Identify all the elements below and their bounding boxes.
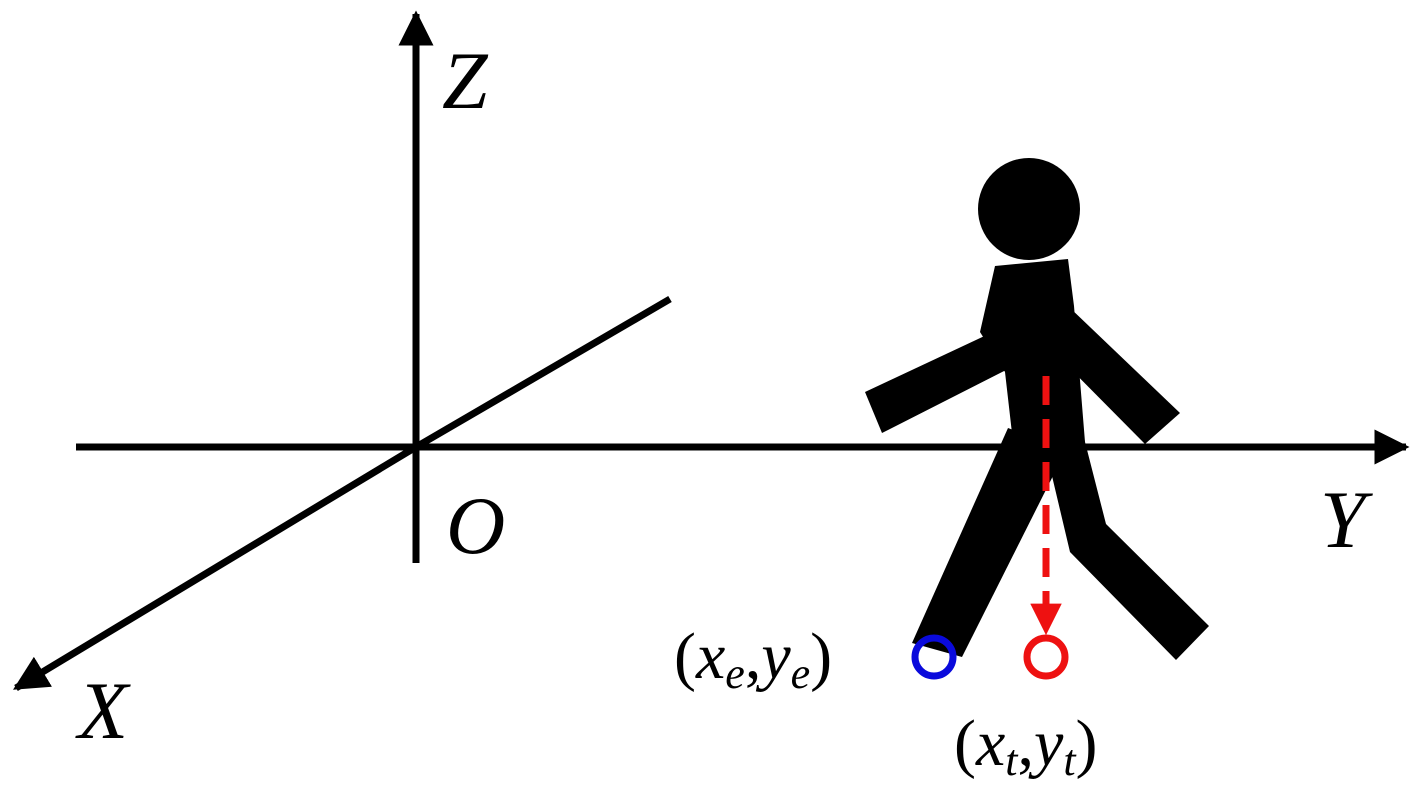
x-axis	[13, 444, 418, 691]
x-axis-back	[414, 295, 672, 451]
person-torso	[980, 259, 1085, 442]
person-right-arm	[1040, 306, 1180, 444]
estimated-position-label: (xe,ye)	[674, 620, 832, 698]
origin-label: O	[446, 480, 505, 571]
person-head	[978, 158, 1080, 260]
true-position-marker	[1023, 634, 1069, 680]
true-position-label: (xt,yt)	[954, 707, 1098, 785]
person-right-leg	[1043, 438, 1209, 660]
y-axis-label: Y	[1320, 474, 1373, 565]
person-left-arm	[865, 332, 1010, 433]
x-axis-label: X	[75, 665, 131, 756]
estimated-position-marker	[911, 634, 957, 680]
z-axis-label: Z	[442, 35, 489, 126]
walking-person	[865, 158, 1209, 660]
person-left-leg	[912, 428, 1066, 657]
